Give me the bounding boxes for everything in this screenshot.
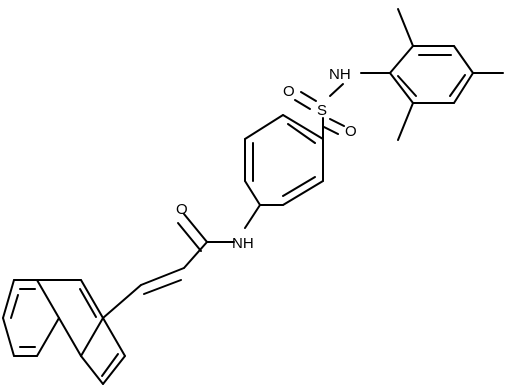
sulfonamide-nitrogen-label: NH — [329, 66, 351, 83]
bond-lines — [2, 8, 504, 385]
atom-labels: O NH S O O NH — [176, 66, 357, 252]
sulfonyl-oxygen-lower-label: O — [345, 123, 357, 140]
sulfonyl-oxygen-upper-label: O — [283, 83, 295, 100]
amide-nitrogen-label: NH — [232, 235, 254, 252]
sulfur-label: S — [317, 102, 327, 119]
carbonyl-oxygen-label: O — [176, 201, 188, 218]
